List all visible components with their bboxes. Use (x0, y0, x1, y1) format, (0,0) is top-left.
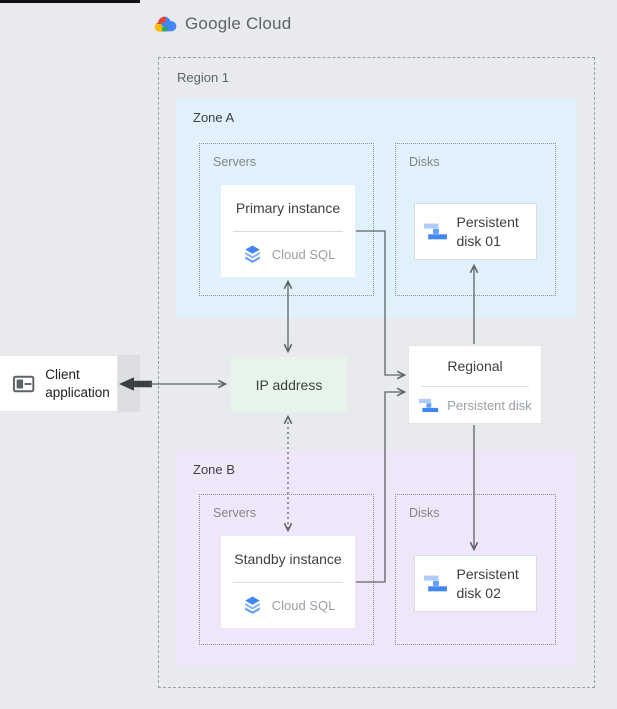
zone-a-disks-group: Disks (395, 143, 556, 296)
persistent-disk-01-card: Persistent disk 01 (414, 203, 537, 260)
client-application-label: Client application (45, 366, 110, 400)
zone-a-servers-label: Servers (213, 155, 257, 169)
client-app-icon (12, 375, 35, 392)
logo-text: Google Cloud (185, 14, 292, 33)
ip-address-box: IP address (231, 357, 347, 412)
region-label: Region 1 (177, 70, 230, 85)
standby-instance-title: Standby instance (234, 551, 342, 567)
standby-product-label: Cloud SQL (271, 598, 336, 613)
zone-b-disks-label: Disks (409, 506, 440, 520)
cloud-sql-icon (244, 245, 260, 263)
primary-product-label: Cloud SQL (271, 247, 336, 262)
standby-instance-card: Standby instance Cloud SQL (221, 536, 355, 628)
persistent-disk-02-label: Persistent disk 02 (456, 566, 519, 601)
google-cloud-logo-icon (154, 16, 177, 32)
persistent-disk-icon (423, 223, 447, 240)
persistent-disk-icon (419, 398, 439, 412)
persistent-disk-01-label: Persistent disk 01 (456, 214, 519, 249)
zone-a-disks-label: Disks (409, 155, 440, 169)
zone-b-label: Zone B (193, 462, 235, 477)
primary-instance-title: Primary instance (235, 200, 341, 216)
region-boundary: Region 1 (158, 57, 595, 688)
zone-b-servers-label: Servers (213, 506, 257, 520)
top-accent-bar (0, 0, 140, 3)
persistent-disk-02-card: Persistent disk 02 (414, 555, 537, 612)
primary-instance-card: Primary instance Cloud SQL (221, 185, 355, 277)
ip-address-label: IP address (255, 376, 323, 393)
persistent-disk-icon (423, 575, 447, 592)
divider (233, 582, 343, 583)
regional-disk-card: Regional Persistent disk (408, 345, 542, 424)
cloud-sql-icon (244, 596, 260, 614)
regional-title: Regional (447, 358, 503, 374)
regional-product-label: Persistent disk (447, 397, 532, 413)
google-cloud-logo: Google Cloud (153, 14, 291, 34)
divider (421, 386, 529, 387)
client-application-card: Client application (0, 355, 118, 412)
zone-a-label: Zone A (193, 110, 235, 125)
divider (233, 231, 343, 232)
client-connector-strip (118, 355, 140, 412)
